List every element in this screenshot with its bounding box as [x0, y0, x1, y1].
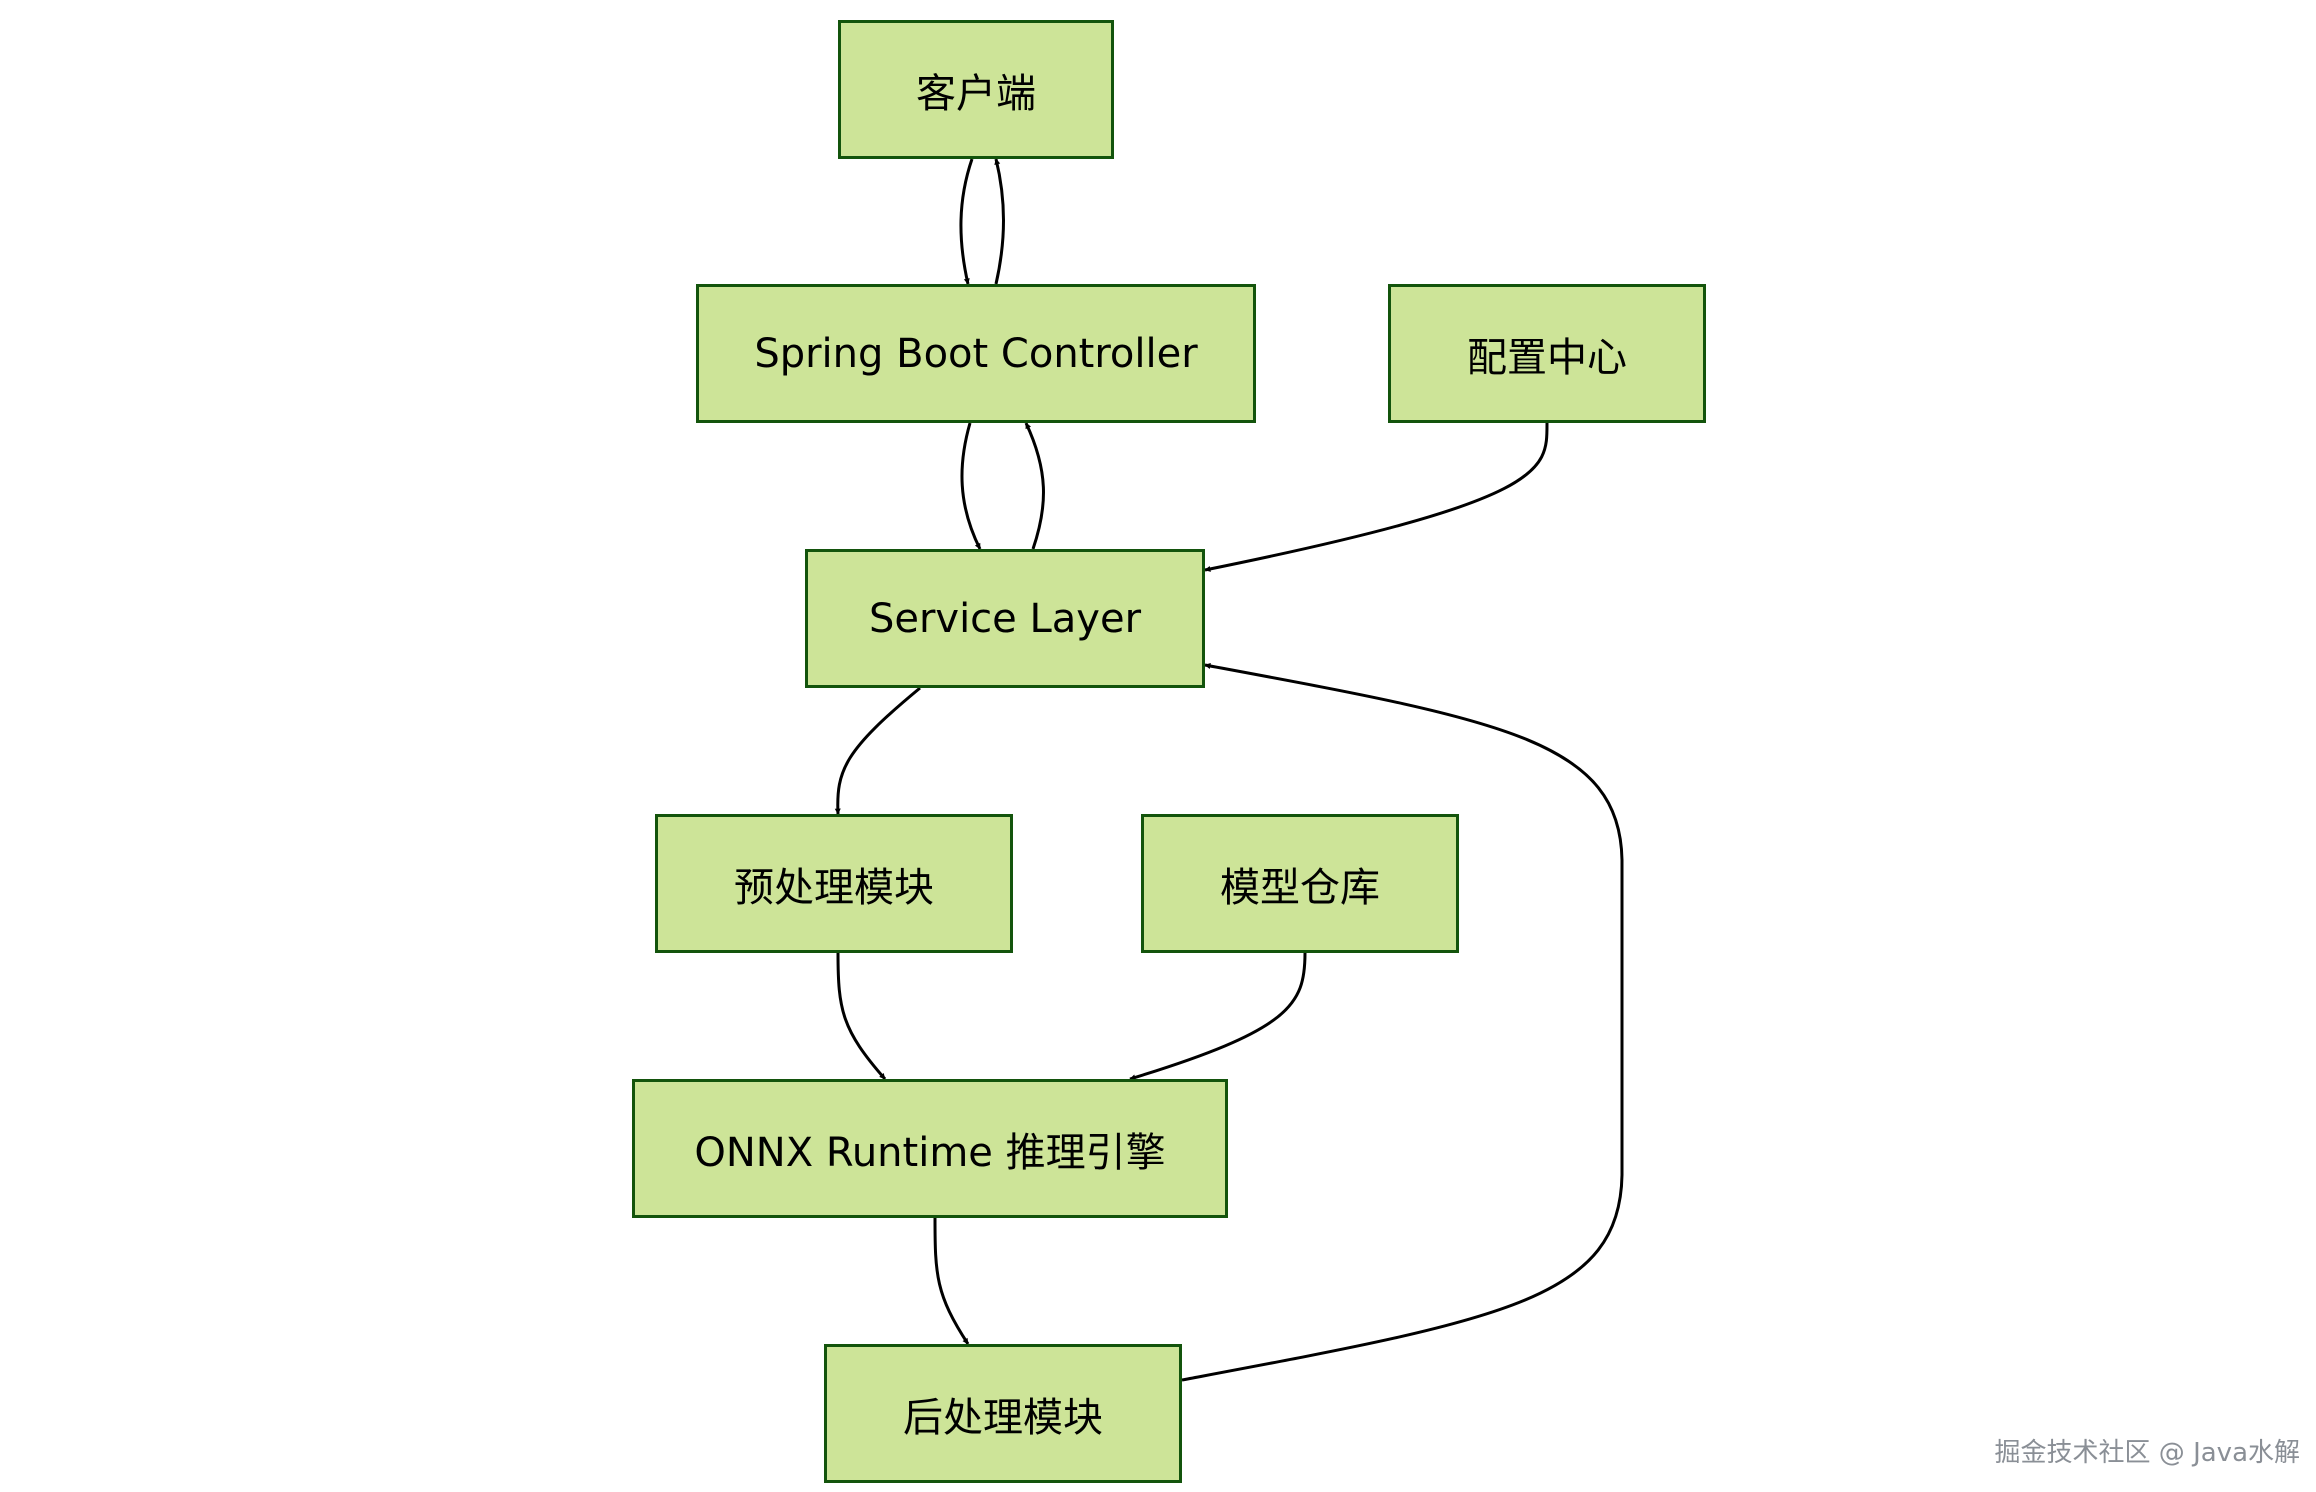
node-model-repository: 模型仓库 [1141, 814, 1459, 953]
node-spring-boot-controller: Spring Boot Controller [696, 284, 1256, 423]
node-preprocess-module: 预处理模块 [655, 814, 1013, 953]
edge-repo-to-onnx [1129, 952, 1307, 1081]
edge-client-to-controller [959, 158, 974, 285]
node-service-layer: Service Layer [805, 549, 1205, 688]
edge-controller-to-service [960, 422, 982, 550]
edge-onnx-to-postprocess [933, 1217, 970, 1345]
node-label: 配置中心 [1467, 334, 1627, 381]
edge-config-to-service [1204, 422, 1549, 572]
node-label: Service Layer [868, 595, 1142, 642]
node-label: 后处理模块 [903, 1394, 1103, 1441]
node-label: 模型仓库 [1220, 864, 1380, 911]
node-label: ONNX Runtime 推理引擎 [694, 1129, 1166, 1176]
node-postprocess-module: 后处理模块 [824, 1344, 1182, 1483]
node-label: Spring Boot Controller [754, 330, 1198, 377]
edge-preprocess-to-onnx [836, 952, 887, 1080]
node-onnx-runtime: ONNX Runtime 推理引擎 [632, 1079, 1228, 1218]
node-label: 预处理模块 [734, 864, 934, 911]
edge-service-to-preprocess [834, 686, 921, 815]
watermark: 掘金技术社区 @ Java水解 [1994, 1438, 2300, 1468]
edge-service-to-controller [1024, 422, 1045, 550]
node-label: 客户端 [916, 70, 1036, 117]
edge-controller-to-client [994, 158, 1005, 285]
node-config-center: 配置中心 [1388, 284, 1706, 423]
edge-postprocess-to-service [1181, 663, 1624, 1382]
node-client: 客户端 [838, 20, 1114, 159]
